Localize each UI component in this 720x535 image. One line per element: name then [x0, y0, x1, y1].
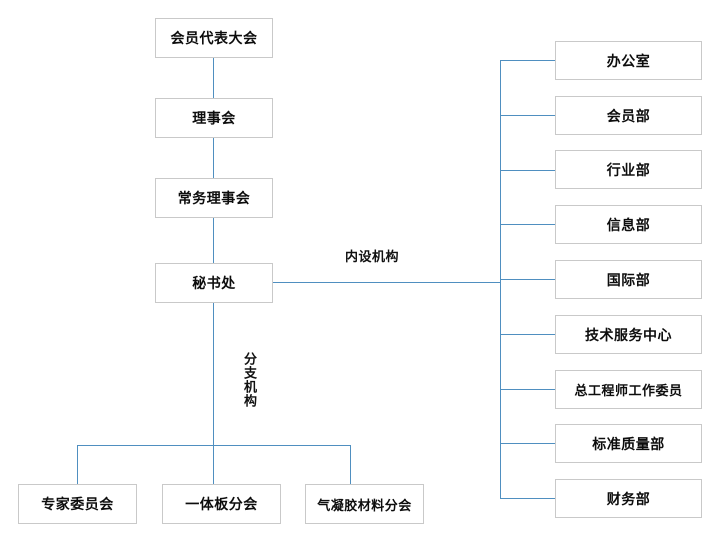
node-members-assembly[interactable]: 会员代表大会 [155, 18, 273, 58]
node-department-technical-service[interactable]: 技术服务中心 [555, 315, 702, 354]
stub-information [500, 224, 555, 225]
node-branch-aerogel-materials[interactable]: 气凝胶材料分会 [305, 484, 424, 524]
node-label: 气凝胶材料分会 [317, 497, 412, 513]
node-standing-council[interactable]: 常务理事会 [155, 178, 273, 218]
connector-secretariat-to-internal-spine [273, 282, 501, 283]
node-label: 专家委员会 [41, 496, 114, 512]
node-department-information[interactable]: 信息部 [555, 205, 702, 244]
node-department-membership[interactable]: 会员部 [555, 96, 702, 135]
node-department-international[interactable]: 国际部 [555, 260, 702, 299]
branch-drop-integrated-board [213, 445, 214, 484]
node-label: 标准质量部 [592, 435, 665, 452]
stub-chief-engineer [500, 389, 555, 390]
node-secretariat[interactable]: 秘书处 [155, 263, 273, 303]
node-label: 国际部 [606, 271, 651, 288]
node-label: 技术服务中心 [585, 326, 672, 343]
node-branch-expert-committee[interactable]: 专家委员会 [18, 484, 137, 524]
node-label: 办公室 [606, 52, 651, 69]
node-label: 常务理事会 [177, 190, 251, 206]
node-branch-integrated-board[interactable]: 一体板分会 [162, 484, 281, 524]
node-department-chief-engineer[interactable]: 总工程师工作委员 [555, 370, 702, 409]
node-label: 行业部 [606, 161, 651, 178]
connector-secretariat-to-branch-bar [213, 302, 214, 446]
stub-finance [500, 498, 555, 499]
node-council[interactable]: 理事会 [155, 98, 273, 138]
node-label: 会员部 [606, 107, 651, 124]
branch-distribution-bar [77, 445, 351, 446]
node-label: 秘书处 [192, 275, 236, 291]
stub-industry [500, 170, 555, 171]
stub-membership [500, 115, 555, 116]
connector-assembly-to-council [213, 58, 214, 99]
connector-council-to-standing [213, 138, 214, 179]
node-label: 总工程师工作委员 [574, 383, 683, 398]
connector-standing-to-secretariat [213, 218, 214, 263]
stub-standards-quality [500, 443, 555, 444]
node-label: 会员代表大会 [170, 30, 258, 46]
stub-office [500, 60, 555, 61]
node-department-office[interactable]: 办公室 [555, 41, 702, 80]
node-department-standards-quality[interactable]: 标准质量部 [555, 424, 702, 463]
branch-drop-aerogel-materials [350, 445, 351, 484]
node-label: 一体板分会 [185, 496, 258, 512]
stub-international [500, 279, 555, 280]
node-label: 信息部 [606, 216, 651, 233]
node-department-finance[interactable]: 财务部 [555, 479, 702, 518]
edge-label-internal-departments: 内设机构 [345, 249, 400, 264]
stub-technical-service [500, 334, 555, 335]
edge-label-branch-organizations: 分支机构 [242, 352, 257, 408]
branch-drop-expert-committee [77, 445, 78, 484]
node-department-industry[interactable]: 行业部 [555, 150, 702, 189]
node-label: 理事会 [192, 110, 236, 126]
node-label: 财务部 [606, 490, 651, 507]
